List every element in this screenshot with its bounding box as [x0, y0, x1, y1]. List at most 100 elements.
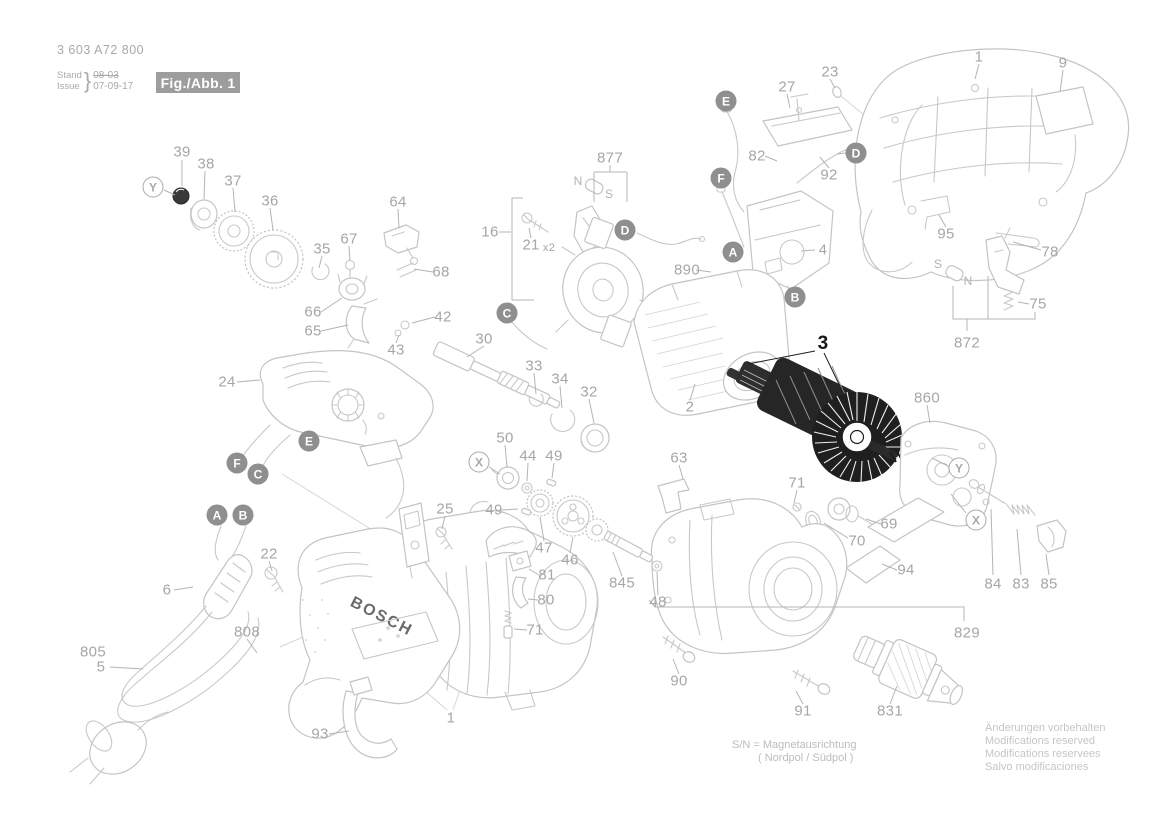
part-label-37: 37: [224, 172, 242, 190]
part-label-93: 93: [311, 725, 329, 743]
callout-x-outline: X: [965, 509, 987, 531]
part-label-71: 71: [526, 621, 544, 639]
modifications-line-4: Salvo modificaciones: [985, 761, 1089, 773]
magnet-note: S/N = Magnetausrichtung ( Nordpol / Südp…: [732, 739, 856, 765]
pole-mark-s: S: [933, 257, 943, 271]
magnet-note-line1: S/N = Magnetausrichtung: [732, 739, 857, 751]
part-label-47: 47: [535, 539, 553, 557]
part-label-808: 808: [234, 623, 260, 641]
grip-texture-dots: [302, 599, 329, 653]
callout-y-outline: Y: [142, 176, 164, 198]
screw-71-right-drawing: [792, 502, 802, 512]
part-label-44: 44: [519, 447, 537, 465]
intermediate-shaft-drawing: [491, 393, 663, 572]
part-label-1: 1: [974, 48, 984, 66]
part-label-75: 75: [1029, 295, 1047, 313]
label-plate-9-drawing: [1035, 86, 1094, 135]
slide-plate-27-drawing: [762, 93, 853, 147]
part-label-49: 49: [485, 501, 503, 519]
part-label-27: 27: [778, 78, 796, 96]
part-label-78: 78: [1041, 243, 1059, 261]
modifications-line-1: Änderungen vorbehalten: [985, 722, 1106, 734]
part-label-66: 66: [304, 303, 322, 321]
part-label-91: 91: [794, 702, 812, 720]
callout-c: C: [496, 302, 518, 324]
leader-lines: [109, 63, 1064, 735]
part-label-890: 890: [674, 261, 700, 279]
part-label-x2: x2: [542, 242, 556, 254]
part-label-829: 829: [954, 624, 980, 642]
magnet-note-line2: ( Nordpol / Südpol ): [758, 752, 854, 764]
brush-85-drawing: [1036, 519, 1067, 553]
part-label-81: 81: [538, 566, 556, 584]
part-label-2: 2: [685, 398, 695, 416]
bearing-69-drawing: [827, 497, 873, 525]
part-label-85: 85: [1040, 575, 1058, 593]
part-label-21: 21: [522, 236, 540, 254]
issue-block: Stand Issue } 08-03 07-09-17: [57, 68, 133, 93]
part-label-24: 24: [218, 373, 236, 391]
callout-c: C: [247, 463, 269, 485]
callout-e: E: [715, 90, 737, 112]
label-plate-94-drawing: [845, 545, 901, 584]
detent-parts-drawing: [485, 526, 537, 639]
part-label-16: 16: [481, 223, 499, 241]
part-label-860: 860: [914, 389, 940, 407]
callout-b: B: [232, 504, 254, 526]
part-label-3: 3: [817, 333, 829, 354]
part-label-90: 90: [670, 672, 688, 690]
callout-f: F: [226, 452, 248, 474]
figure-badge: Fig./Abb. 1: [156, 72, 240, 93]
part-label-48: 48: [649, 593, 667, 611]
part-label-71: 71: [788, 474, 806, 492]
washer-23-drawing: [832, 86, 842, 98]
part-label-23: 23: [821, 63, 839, 81]
part-label-34: 34: [551, 370, 569, 388]
part-label-82: 82: [748, 147, 766, 165]
type-number: 3 603 A72 800: [57, 43, 145, 57]
part-label-30: 30: [475, 330, 493, 348]
callout-x-outline: X: [468, 451, 490, 473]
part-label-4: 4: [818, 241, 828, 259]
part-label-9: 9: [1058, 54, 1068, 72]
part-label-80: 80: [537, 591, 555, 609]
switch-module-drawing: [264, 502, 453, 593]
part-label-22: 22: [260, 545, 278, 563]
part-label-69: 69: [880, 515, 898, 533]
power-cord-drawing: [69, 525, 260, 785]
armature-3-drawing: [726, 357, 913, 483]
part-label-6: 6: [162, 581, 172, 599]
chuck-831-drawing: [853, 635, 963, 705]
part-label-83: 83: [1012, 575, 1030, 593]
part-label-39: 39: [173, 143, 191, 161]
spring-83-drawing: [1006, 504, 1036, 516]
part-label-1: 1: [446, 709, 456, 727]
part-label-46: 46: [561, 551, 579, 569]
callout-b: B: [784, 286, 806, 308]
part-label-42: 42: [434, 308, 452, 326]
pole-mark-s: S: [604, 187, 614, 201]
gear-train-drawing: [172, 187, 561, 409]
part-label-65: 65: [304, 322, 322, 340]
callout-d: D: [845, 142, 867, 164]
part-label-805: 805: [80, 643, 106, 661]
part-label-64: 64: [389, 193, 407, 211]
part-label-831: 831: [877, 702, 903, 720]
part-label-25: 25: [436, 500, 454, 518]
issue-brace: }: [83, 68, 92, 93]
callout-a: A: [722, 241, 744, 263]
part-label-63: 63: [670, 449, 688, 467]
magnet-872-drawing: [945, 227, 1025, 311]
part-label-94: 94: [897, 561, 915, 579]
screw-91-drawing: [792, 669, 831, 695]
callout-y-outline: Y: [948, 457, 970, 479]
issue-label: Issue: [57, 81, 80, 92]
callout-a: A: [206, 504, 228, 526]
part-label-67: 67: [340, 230, 358, 248]
label-plate-upper-drawing: [867, 497, 945, 543]
part-label-95: 95: [937, 225, 955, 243]
part-label-70: 70: [848, 532, 866, 550]
modifications-line-3: Modifications reservees: [985, 748, 1101, 760]
